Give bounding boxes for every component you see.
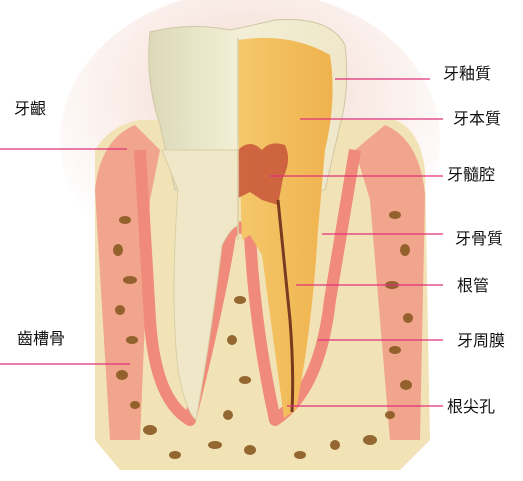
label-apical-foramen: 根尖孔 bbox=[447, 397, 496, 416]
label-gingiva: 牙齦 bbox=[14, 99, 47, 118]
label-alveolar-bone: 齒槽骨 bbox=[17, 329, 66, 348]
pulp-cavity-shape bbox=[238, 143, 289, 205]
root-canal-line bbox=[276, 199, 295, 413]
label-enamel: 牙釉質 bbox=[443, 64, 492, 83]
label-pulp-cavity: 牙髓腔 bbox=[447, 165, 496, 184]
label-dentin: 牙本質 bbox=[453, 109, 502, 128]
label-root-canal: 根管 bbox=[457, 276, 490, 295]
leader-lines bbox=[0, 78, 443, 407]
label-periodontal-ligament: 牙周膜 bbox=[457, 331, 506, 350]
left-root bbox=[161, 149, 239, 421]
label-cementum: 牙骨質 bbox=[455, 229, 504, 248]
dentin-section bbox=[238, 37, 333, 418]
